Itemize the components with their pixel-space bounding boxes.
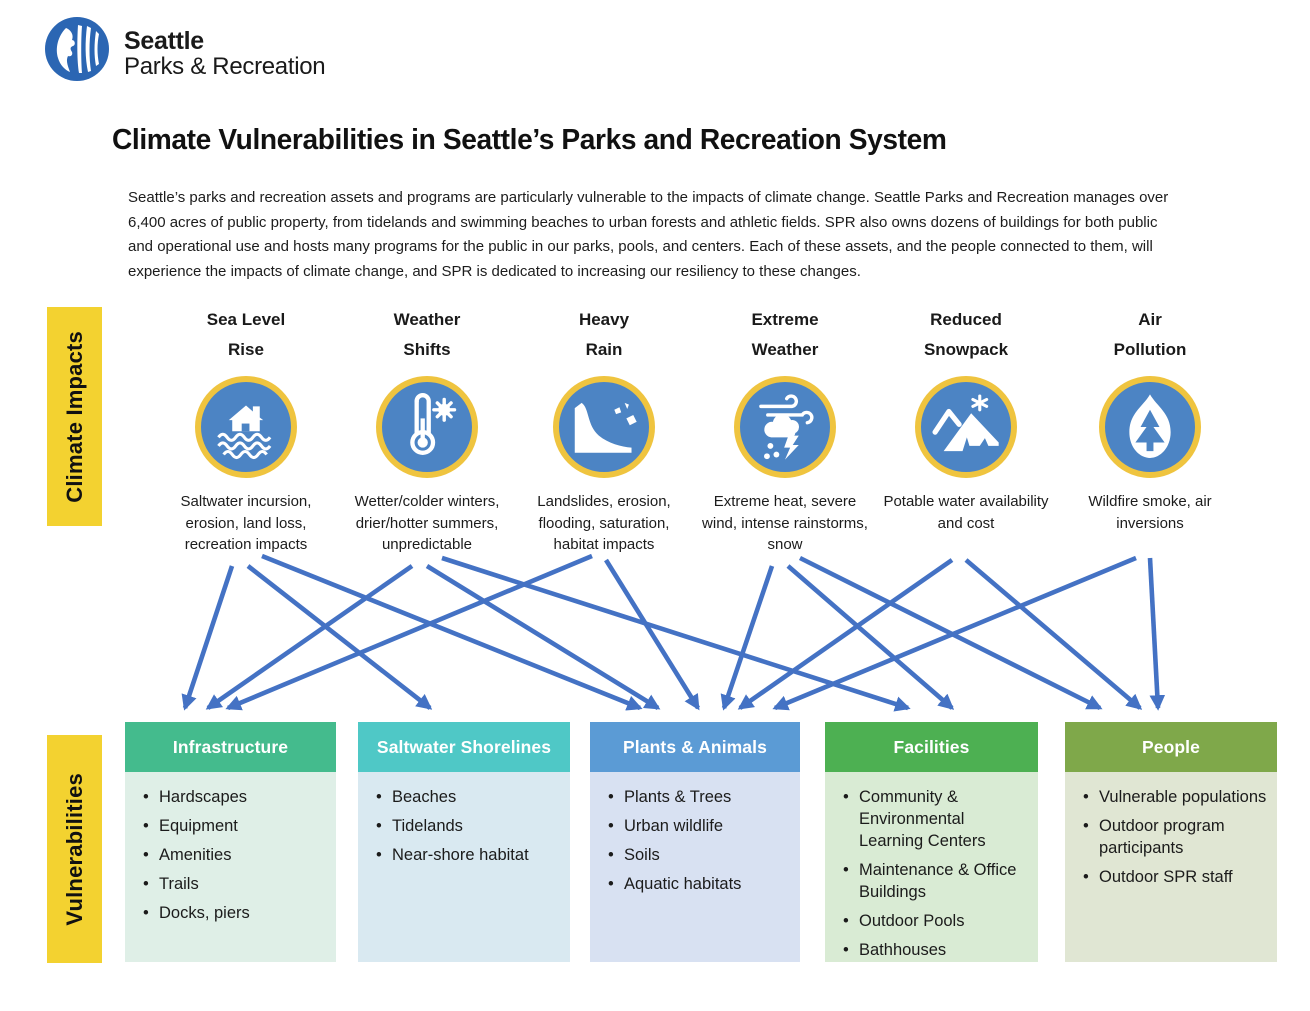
thermometer-sun-icon bbox=[376, 376, 478, 478]
vuln-item: Hardscapes bbox=[137, 786, 328, 808]
vuln-item-list: Plants & Trees Urban wildlife Soils Aqua… bbox=[602, 786, 792, 895]
logo-brand-bottom: Parks & Recreation bbox=[124, 53, 326, 81]
vuln-item: Community & Environmental Learning Cente… bbox=[837, 786, 1030, 852]
arrow-sea-level-rise-to-infrastructure bbox=[181, 565, 235, 711]
landslide-icon bbox=[553, 376, 655, 478]
arrow-extreme-weather-to-facilities bbox=[786, 564, 955, 710]
page-title: Climate Vulnerabilities in Seattle’s Par… bbox=[112, 124, 947, 156]
intro-paragraph: Seattle’s parks and recreation assets an… bbox=[128, 189, 1169, 280]
arrow-sea-level-rise-to-plants-animals bbox=[261, 553, 643, 711]
vuln-box-header: Infrastructure bbox=[125, 722, 336, 772]
vuln-box-header: People bbox=[1065, 722, 1277, 772]
snowy-mountain-icon bbox=[915, 376, 1017, 478]
vulnerabilities-section-label: Vulnerabilities bbox=[47, 735, 102, 963]
vuln-item: Urban wildlife bbox=[602, 815, 792, 837]
arrow-heavy-rain-to-infrastructure bbox=[225, 553, 593, 711]
vuln-item: Tidelands bbox=[370, 815, 562, 837]
arrow-weather-shifts-to-infrastructure bbox=[205, 564, 414, 710]
vuln-item: Docks, piers bbox=[137, 902, 328, 924]
climate-impacts-section-label: Climate Impacts bbox=[47, 307, 102, 526]
arrow-extreme-weather-to-people bbox=[798, 555, 1103, 711]
seattle-parks-logo: Seattle Parks & Recreation bbox=[44, 16, 326, 87]
seattle-city-emblem-icon bbox=[44, 16, 110, 87]
vuln-box-people: People Vulnerable populations Outdoor pr… bbox=[1065, 722, 1277, 962]
vuln-item: Outdoor Pools bbox=[837, 910, 1030, 932]
vuln-item: Plants & Trees bbox=[602, 786, 792, 808]
vuln-item: Beaches bbox=[370, 786, 562, 808]
vuln-box-header: Facilities bbox=[825, 722, 1038, 772]
vuln-item: Equipment bbox=[137, 815, 328, 837]
vuln-item-list: Beaches Tidelands Near-shore habitat bbox=[370, 786, 562, 866]
vuln-item: Outdoor SPR staff bbox=[1077, 866, 1269, 888]
impact-description: Wetter/colder winters, drier/hotter summ… bbox=[354, 493, 500, 553]
impact-description: Wildfire smoke, air inversions bbox=[1088, 493, 1212, 532]
arrow-reduced-snowpack-to-people bbox=[964, 558, 1143, 710]
impact-description: Potable water availability and cost bbox=[883, 493, 1049, 532]
arrow-reduced-snowpack-to-plants-animals bbox=[737, 558, 954, 710]
vuln-box-header: Saltwater Shorelines bbox=[358, 722, 570, 772]
logo-brand-top: Seattle bbox=[124, 26, 204, 55]
vuln-box-plants-animals: Plants & Animals Plants & Trees Urban wi… bbox=[590, 722, 800, 962]
arrow-extreme-weather-to-plants-animals bbox=[720, 565, 775, 711]
vuln-box-header: Plants & Animals bbox=[590, 722, 800, 772]
arrow-sea-level-rise-to-saltwater-shorelines bbox=[246, 564, 433, 710]
flooded-house-icon bbox=[195, 376, 297, 478]
vuln-item: Amenities bbox=[137, 844, 328, 866]
vuln-box-infrastructure: Infrastructure Hardscapes Equipment Amen… bbox=[125, 722, 336, 962]
vuln-item: Trails bbox=[137, 873, 328, 895]
vuln-item: Outdoor program participants bbox=[1077, 815, 1269, 859]
vuln-item: Maintenance & Office Buildings bbox=[837, 859, 1030, 903]
arrow-weather-shifts-to-facilities bbox=[441, 555, 911, 712]
vuln-item: Bathhouses bbox=[837, 939, 1030, 961]
wildfire-icon bbox=[1099, 376, 1201, 478]
impact-description: Landslides, erosion, flooding, saturatio… bbox=[537, 493, 671, 553]
arrow-heavy-rain-to-plants-animals bbox=[604, 558, 700, 711]
vuln-item-list: Community & Environmental Learning Cente… bbox=[837, 786, 1030, 961]
vuln-item-list: Vulnerable populations Outdoor program p… bbox=[1077, 786, 1269, 888]
vuln-item: Soils bbox=[602, 844, 792, 866]
vuln-item: Aquatic habitats bbox=[602, 873, 792, 895]
vuln-item-list: Hardscapes Equipment Amenities Trails Do… bbox=[137, 786, 328, 924]
arrow-weather-shifts-to-plants-animals bbox=[425, 564, 661, 710]
vuln-item: Near-shore habitat bbox=[370, 844, 562, 866]
arrow-air-pollution-to-people bbox=[1147, 557, 1166, 711]
wind-storm-icon bbox=[734, 376, 836, 478]
vuln-item: Vulnerable populations bbox=[1077, 786, 1269, 808]
impact-description: Saltwater incursion, erosion, land loss,… bbox=[180, 493, 312, 553]
vuln-box-saltwater-shorelines: Saltwater Shorelines Beaches Tidelands N… bbox=[358, 722, 570, 962]
vuln-box-facilities: Facilities Community & Environmental Lea… bbox=[825, 722, 1038, 962]
impact-description: Extreme heat, severe wind, intense rains… bbox=[702, 493, 868, 553]
arrow-air-pollution-to-plants-animals bbox=[772, 555, 1137, 711]
